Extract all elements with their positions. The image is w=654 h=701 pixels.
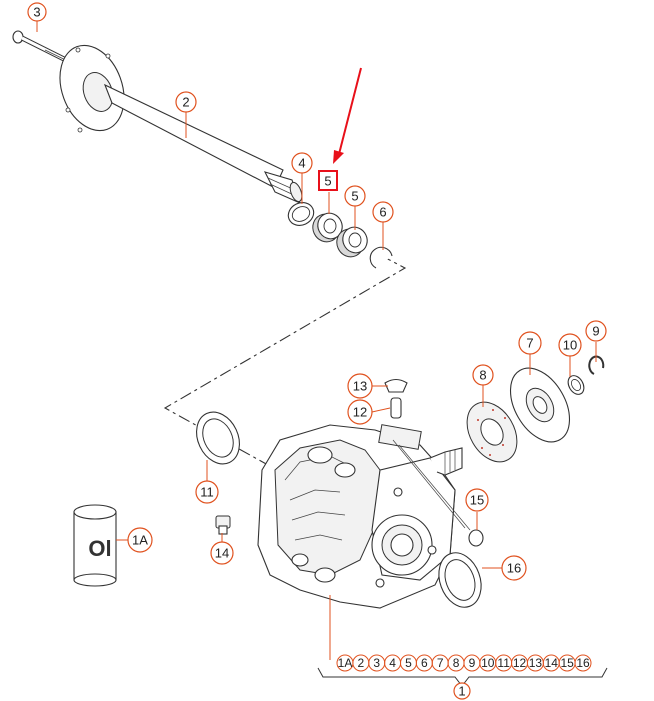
kit-item: 7 <box>431 654 449 672</box>
part-cap-13 <box>384 378 408 393</box>
svg-text:10: 10 <box>563 338 577 353</box>
part-snap-ring-4 <box>287 202 315 226</box>
callout-14: 14 <box>210 541 234 565</box>
part-pin-12 <box>390 397 402 419</box>
kit-item: 3 <box>368 654 386 672</box>
kit-item-label: 14 <box>545 656 559 670</box>
callout-15: 15 <box>465 488 489 512</box>
part-ring-10 <box>567 375 585 395</box>
callout-16: 16 <box>501 555 527 581</box>
kit-item-label: 8 <box>453 656 460 670</box>
highlight-arrow <box>333 67 362 164</box>
svg-text:13: 13 <box>353 379 367 394</box>
kit-item-label: 15 <box>560 656 574 670</box>
svg-text:16: 16 <box>507 561 521 576</box>
callout-5: 5 <box>344 185 366 207</box>
svg-text:9: 9 <box>592 324 599 339</box>
kit-item-label: 3 <box>373 656 380 670</box>
part-bearing-5b <box>336 226 368 258</box>
part-circlip-9 <box>588 355 605 375</box>
kit-item-label: 4 <box>389 656 396 670</box>
kit-item-label: 16 <box>576 656 590 670</box>
part-oil-can: Ol <box>73 504 117 587</box>
svg-text:5: 5 <box>351 189 358 204</box>
kit-item: 11 <box>495 654 513 672</box>
svg-text:3: 3 <box>33 5 40 20</box>
kit-item: 6 <box>415 654 433 672</box>
kit-item-label: 13 <box>529 656 543 670</box>
kit-item: 14 <box>542 654 560 672</box>
kit-item: 10 <box>479 654 497 672</box>
kit-item: 2 <box>352 654 370 672</box>
svg-text:14: 14 <box>215 546 229 561</box>
callout-1a: 1A <box>127 527 153 553</box>
oil-can-label: Ol <box>88 536 111 561</box>
kit-item: 16 <box>574 654 592 672</box>
kit-item-label: 9 <box>469 656 476 670</box>
svg-text:11: 11 <box>200 485 214 500</box>
part-plug-14 <box>215 515 231 535</box>
leader-lines <box>36 21 597 660</box>
callout-10: 10 <box>558 333 582 357</box>
callout-8: 8 <box>472 364 494 386</box>
svg-text:8: 8 <box>479 368 486 383</box>
callout-7: 7 <box>518 331 542 355</box>
part-bearing-5a <box>312 212 343 243</box>
part-pressure-plate-7 <box>509 367 571 443</box>
kit-item-label: 1A <box>338 656 353 670</box>
callout-12: 12 <box>347 399 373 425</box>
svg-text:2: 2 <box>182 95 189 110</box>
kit-item: 4 <box>384 654 402 672</box>
svg-text:6: 6 <box>379 205 386 220</box>
svg-text:12: 12 <box>353 405 367 420</box>
kit-item: 9 <box>463 654 481 672</box>
callout-4: 4 <box>291 152 313 174</box>
part-circlip-6 <box>369 246 393 269</box>
callout-13: 13 <box>347 373 373 399</box>
kit-item-label: 5 <box>405 656 412 670</box>
svg-text:1: 1 <box>458 684 465 699</box>
svg-text:4: 4 <box>298 156 305 171</box>
callout-9: 9 <box>585 320 607 342</box>
kit-item-label: 11 <box>497 656 510 670</box>
kit-item-label: 6 <box>421 656 428 670</box>
kit-item: 13 <box>526 654 544 672</box>
part-gearbox-housing <box>257 424 471 609</box>
part-axle-shaft <box>59 44 303 205</box>
kit-item: 1A <box>336 654 354 672</box>
svg-text:7: 7 <box>526 336 533 351</box>
part-seal-11 <box>196 411 240 465</box>
svg-text:1A: 1A <box>132 533 148 548</box>
kit-item-label: 2 <box>358 656 365 670</box>
kit-item: 15 <box>558 654 576 672</box>
kit-item-label: 7 <box>437 656 444 670</box>
kit-item-label: 10 <box>481 656 495 670</box>
callout-6: 6 <box>372 201 394 223</box>
callout-1: 1 <box>453 682 471 700</box>
kit-item: 8 <box>447 654 465 672</box>
svg-text:5: 5 <box>324 174 331 189</box>
callout-2: 2 <box>175 91 197 113</box>
svg-text:15: 15 <box>470 493 484 508</box>
assembly-path-line <box>163 254 407 466</box>
callout-5-highlighted: 5 <box>318 170 338 191</box>
kit-item-label: 12 <box>513 656 527 670</box>
part-seal-15 <box>468 529 484 547</box>
kit-item: 5 <box>399 654 417 672</box>
part-gasket-16 <box>438 552 482 608</box>
callout-11: 11 <box>195 480 219 504</box>
part-friction-disc-8 <box>466 401 518 463</box>
kit-item: 12 <box>511 654 529 672</box>
callout-3: 3 <box>27 2 47 22</box>
